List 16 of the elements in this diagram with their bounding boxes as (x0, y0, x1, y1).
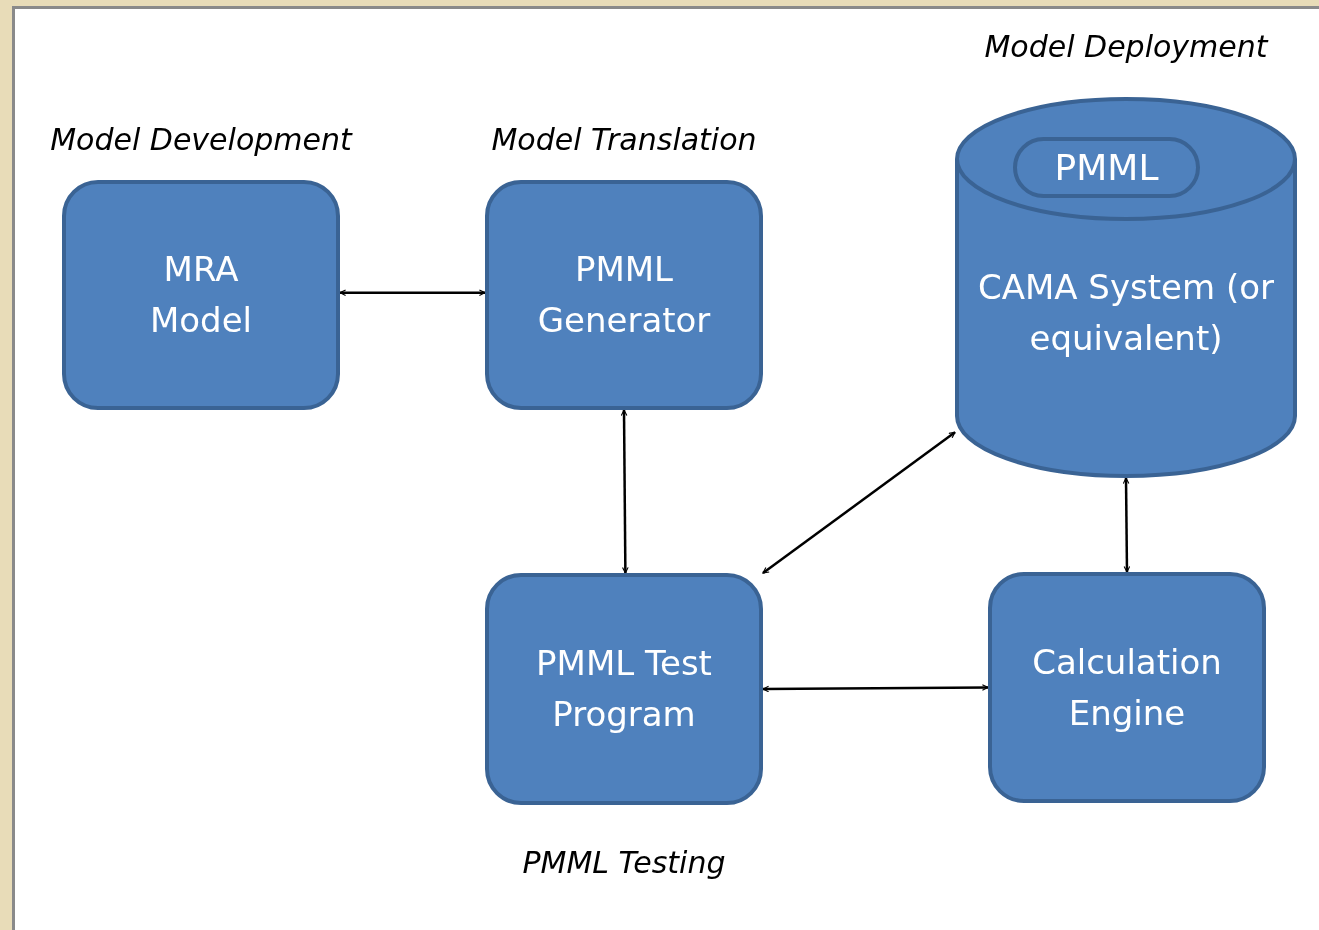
node-label: MRA Model (148, 248, 254, 342)
node-label: Calculation Engine (1031, 640, 1223, 735)
double-arrow (620, 409, 629, 574)
pill-label: PMML (1054, 147, 1159, 188)
stage-heading: Model Translation (490, 122, 758, 157)
node-label: PMML Generator (536, 248, 712, 342)
double-arrow (1122, 477, 1131, 573)
process-box (988, 572, 1266, 803)
double-arrow (762, 431, 956, 574)
double-arrow (339, 289, 486, 297)
node-label: PMML Test Program (535, 642, 713, 736)
stage-heading: Model Development (49, 122, 354, 157)
stage-heading: PMML Testing (521, 845, 727, 880)
double-arrow (762, 684, 989, 693)
node-label: CAMA System (or equivalent) (976, 265, 1275, 360)
stage-heading: Model Deployment (983, 29, 1270, 64)
